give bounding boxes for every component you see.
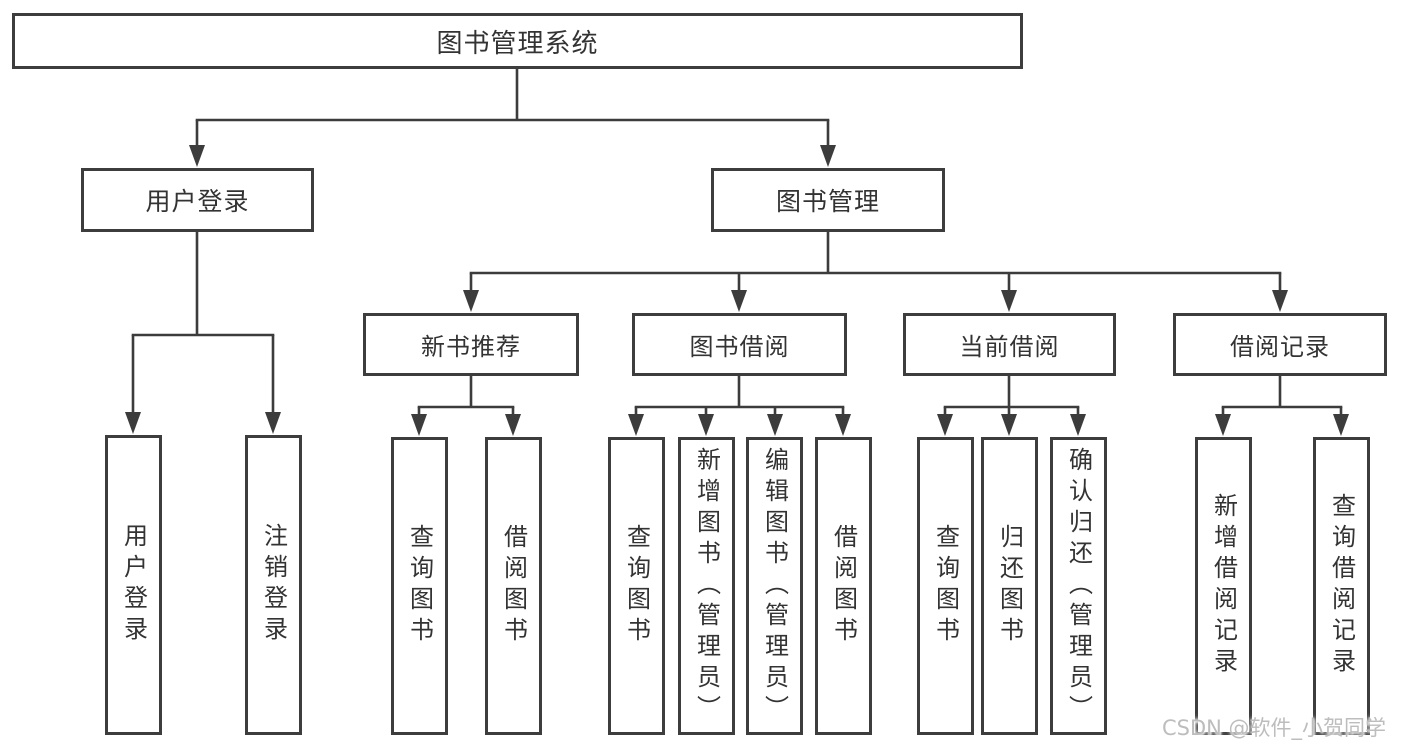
- csdn-watermark: CSDN @软件_小贺同学: [1162, 716, 1387, 740]
- node-user-login: 用户登录: [81, 168, 314, 232]
- leaf-confirm-return-admin: 确认归还（管理员）: [1050, 437, 1107, 735]
- leaf-borrowing-query-books: 查询图书: [608, 437, 665, 735]
- node-borrowing-records: 借阅记录: [1173, 313, 1387, 376]
- leaf-add-borrow-record: 新增借阅记录: [1195, 437, 1252, 735]
- leaf-add-books-admin: 新增图书（管理员）: [678, 437, 735, 735]
- leaf-recommend-query-books: 查询图书: [391, 437, 448, 735]
- leaf-return-books: 归还图书: [981, 437, 1038, 735]
- leaf-query-borrow-record: 查询借阅记录: [1313, 437, 1370, 735]
- leaf-logout-login: 注销登录: [245, 435, 302, 735]
- leaf-edit-books-admin: 编辑图书（管理员）: [746, 437, 803, 735]
- leaf-current-query-books: 查询图书: [917, 437, 974, 735]
- leaf-borrowing-borrow-books: 借阅图书: [815, 437, 872, 735]
- node-new-book-recommendation: 新书推荐: [363, 313, 579, 376]
- leaf-user-login: 用户登录: [105, 435, 162, 735]
- leaf-recommend-borrow-books: 借阅图书: [485, 437, 542, 735]
- node-book-borrowing: 图书借阅: [632, 313, 847, 376]
- node-current-borrowing: 当前借阅: [903, 313, 1116, 376]
- node-book-management: 图书管理: [711, 168, 945, 232]
- node-library-management-system: 图书管理系统: [12, 13, 1023, 69]
